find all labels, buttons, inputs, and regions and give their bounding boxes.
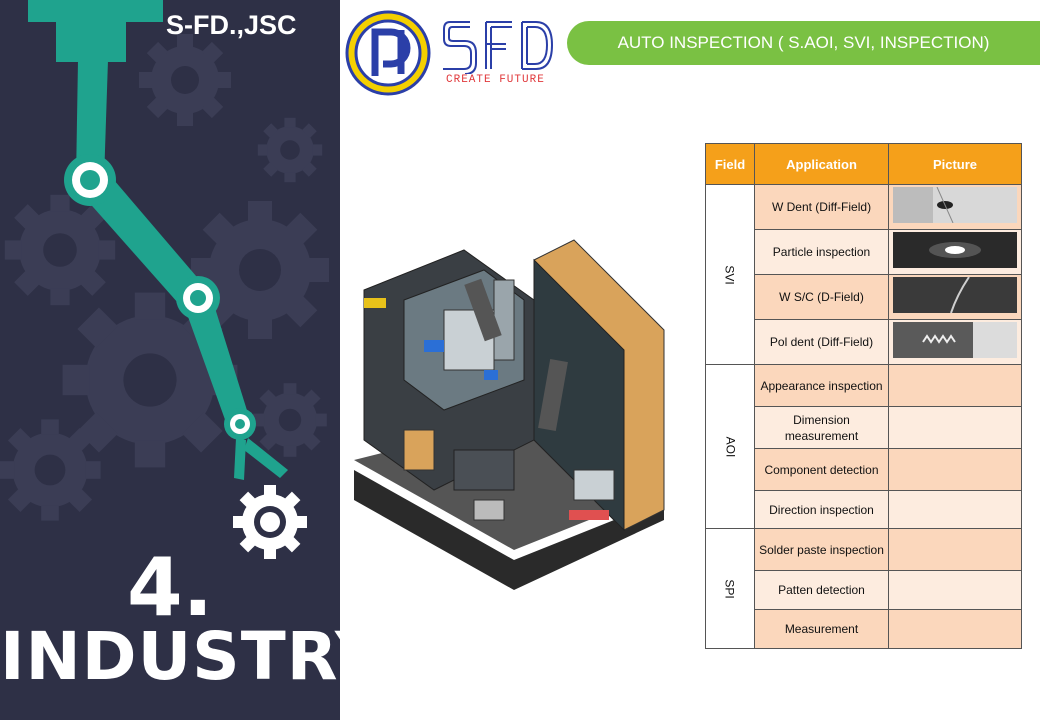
inspection-table: Field Application Picture SVI W Dent (Di… bbox=[705, 143, 1022, 649]
picture-cell bbox=[888, 609, 1022, 649]
application-cell: Measurement bbox=[754, 609, 889, 649]
application-cell: Dimension measurement bbox=[754, 406, 889, 449]
application-cell: Solder paste inspection bbox=[754, 528, 889, 571]
picture-cell bbox=[888, 570, 1022, 610]
application-cell: Particle inspection bbox=[754, 229, 889, 275]
inspection-picture bbox=[893, 322, 1017, 358]
application-cell: W S/C (D-Field) bbox=[754, 274, 889, 320]
inspection-picture bbox=[893, 232, 1017, 268]
logo-tagline: CREATE FUTURE bbox=[446, 74, 545, 86]
table-header-row: Field Application Picture bbox=[705, 143, 1022, 185]
column-header-field: Field bbox=[705, 143, 755, 185]
field-cell-spi: SPI bbox=[705, 528, 755, 649]
table-row: Direction inspection bbox=[706, 490, 1022, 529]
application-cell: Appearance inspection bbox=[754, 364, 889, 407]
picture-cell bbox=[888, 490, 1022, 529]
table-row: AOI Appearance inspection bbox=[705, 364, 1022, 529]
inspection-picture bbox=[893, 276, 1017, 314]
robot-arm-illustration bbox=[0, 0, 329, 559]
table-row: Measurement bbox=[706, 609, 1022, 649]
table-row: Dimension measurement bbox=[706, 406, 1022, 449]
logo-text bbox=[443, 21, 554, 74]
application-cell: Direction inspection bbox=[754, 490, 889, 529]
table-row: SPI Solder paste inspection bbox=[705, 528, 1022, 649]
table-row: Particle inspection bbox=[706, 229, 1022, 275]
section-number: 4. bbox=[126, 541, 214, 634]
machine-illustration bbox=[354, 239, 665, 590]
header-title: AUTO INSPECTION ( S.AOI, SVI, INSPECTION… bbox=[567, 21, 1040, 65]
section-title: INDUSTRY bbox=[0, 618, 340, 695]
picture-cell bbox=[888, 184, 1022, 230]
inspection-picture bbox=[893, 186, 1017, 224]
table-row: W S/C (D-Field) bbox=[706, 274, 1022, 320]
picture-cell bbox=[888, 274, 1022, 320]
picture-cell bbox=[888, 528, 1022, 571]
column-header-picture: Picture bbox=[888, 143, 1022, 185]
table-row: Component detection bbox=[706, 448, 1022, 491]
table-row: Pol dent (Diff-Field) bbox=[706, 319, 1022, 365]
column-header-application: Application bbox=[754, 143, 889, 185]
brand-name: S-FD.,JSC bbox=[166, 10, 297, 40]
gear-icon bbox=[233, 485, 307, 559]
left-panel: S-FD.,JSC 4. INDUSTRY bbox=[0, 0, 340, 720]
field-cell-aoi: AOI bbox=[705, 364, 755, 529]
table-row: Patten detection bbox=[706, 570, 1022, 610]
table-row: SVI W Dent (Diff-Field) bbox=[705, 184, 1022, 365]
logo-mark-icon bbox=[345, 10, 431, 96]
application-cell: W Dent (Diff-Field) bbox=[754, 184, 889, 230]
picture-cell bbox=[888, 229, 1022, 275]
application-cell: Pol dent (Diff-Field) bbox=[754, 319, 889, 365]
application-cell: Component detection bbox=[754, 448, 889, 491]
picture-cell bbox=[888, 319, 1022, 365]
field-cell-svi: SVI bbox=[705, 184, 755, 365]
picture-cell bbox=[888, 448, 1022, 491]
picture-cell bbox=[888, 406, 1022, 449]
picture-cell bbox=[888, 364, 1022, 407]
application-cell: Patten detection bbox=[754, 570, 889, 610]
